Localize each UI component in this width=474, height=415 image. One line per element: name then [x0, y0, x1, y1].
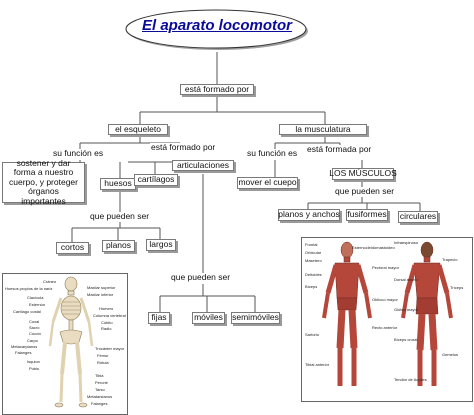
muscle-label: Infraespinoso — [394, 240, 419, 245]
skeleton-label: Radio — [101, 326, 112, 331]
muscle-label: Gemelos — [442, 352, 459, 357]
skeleton-label: Tibia — [95, 373, 104, 378]
skeleton-label: Esternón — [29, 302, 46, 307]
node-mover-cuerpo: mover el cuepo — [237, 177, 298, 189]
skeleton-label: Trocánter mayor — [95, 346, 125, 351]
skeleton-label: Falanges — [15, 350, 32, 355]
node-circulares: circulares — [398, 211, 438, 223]
node-esta-formado-por: está formado por — [180, 84, 254, 95]
skeleton-label: Húmero — [99, 306, 114, 311]
skeleton-label: Isquion — [27, 359, 40, 364]
skeleton-label: Maxilar inferior — [87, 292, 114, 297]
label-esta-formado-left: está formado por — [150, 142, 217, 153]
skeleton-label: Metacarpianos — [11, 344, 38, 349]
node-fusiformes: fusiformes — [346, 209, 388, 221]
skeleton-label: Tarso — [95, 387, 105, 392]
node-largos: largos — [146, 239, 176, 251]
label-que-pueden-ser-huesos: que pueden ser — [89, 211, 151, 222]
muscle-label: Oblicuo mayor — [372, 297, 398, 302]
muscle-label: Tendón de Aquiles — [394, 377, 427, 382]
skeleton-label: Fémur — [97, 353, 109, 358]
muscle-label: Pectoral mayor — [372, 265, 399, 270]
node-musculatura: la musculatura — [279, 124, 367, 135]
muscle-label: Tríceps — [450, 285, 464, 290]
muscle-label: Frontal — [305, 242, 318, 247]
skeleton-label: Cartílago costal — [13, 309, 41, 314]
muscle-label: Bíceps crural — [394, 337, 418, 342]
skeleton-label: Falanges — [91, 401, 108, 406]
node-articulaciones: articulaciones — [172, 160, 234, 171]
skeleton-label: Peroné — [95, 380, 108, 385]
skeleton-figure — [48, 276, 94, 408]
muscles-illustration: Frontal Orbicular Masetero Esternocleido… — [301, 237, 473, 402]
skeleton-label: Rótula — [97, 360, 109, 365]
node-moviles: móviles — [192, 312, 225, 324]
label-que-pueden-ser-artic: que pueden ser — [170, 272, 232, 283]
muscle-label: Orbicular — [305, 250, 322, 255]
muscle-figures — [322, 241, 453, 386]
muscle-label: Trapecio — [442, 257, 458, 262]
page-title: El aparato locomotor — [141, 17, 293, 34]
node-esqueleto: el esqueleto — [108, 124, 168, 135]
node-huesos: huesos — [100, 178, 136, 190]
label-que-pueden-ser-musculos: que pueden ser — [334, 186, 396, 197]
node-semimoviles: semimóviles — [231, 312, 280, 324]
skeleton-label: Carpo — [27, 338, 38, 343]
skeleton-label: Cúbito — [101, 320, 113, 325]
title-ellipse — [125, 9, 308, 50]
muscle-label: Bíceps — [305, 284, 318, 289]
label-su-funcion-right: su función es — [246, 148, 299, 159]
node-fijas: fijas — [148, 312, 170, 324]
skeleton-label: Huesos propios de la nariz — [5, 286, 53, 291]
muscle-label: Recto anterior — [372, 325, 398, 330]
node-planos-anchos: planos y anchos — [278, 209, 340, 221]
node-los-musculos: LOS MÚSCULOS — [329, 168, 397, 180]
skeleton-label: Coxal — [29, 319, 40, 324]
skeleton-illustration: Cráneo Huesos propios de la nariz Clavíc… — [2, 273, 128, 415]
muscle-label: Masetero — [305, 258, 322, 263]
node-cortos: cortos — [56, 242, 89, 254]
muscle-label: Deltoides — [305, 272, 322, 277]
node-cartilagos: cartílagos — [134, 174, 178, 186]
skeleton-label: Metatarsianos — [87, 394, 113, 399]
skeleton-label: Sacro — [29, 325, 40, 330]
label-esta-formada-right: está formada por — [306, 144, 373, 155]
skeleton-label: Columna vertebral — [93, 313, 126, 318]
skeleton-label: Maxilar superior — [87, 285, 116, 290]
node-funcion-esqueleto: sostener y dar forma a nuestro cuerpo, y… — [2, 158, 85, 205]
node-planos: planos — [102, 240, 135, 252]
skeleton-label: Pubis — [29, 366, 40, 371]
muscle-label: Dorsal ancho — [394, 277, 418, 282]
muscle-label: Tibial anterior — [305, 362, 330, 367]
skeleton-label: Clavícula — [27, 295, 44, 300]
skeleton-label: Cóccix — [29, 331, 42, 336]
label-su-funcion-left: su función es — [52, 148, 105, 159]
muscle-label: Esternocleidomastoideo — [352, 245, 395, 250]
muscle-label: Sartorio — [305, 332, 320, 337]
skeleton-label: Cráneo — [43, 279, 57, 284]
muscle-label: Glúteo mayor — [394, 307, 419, 312]
